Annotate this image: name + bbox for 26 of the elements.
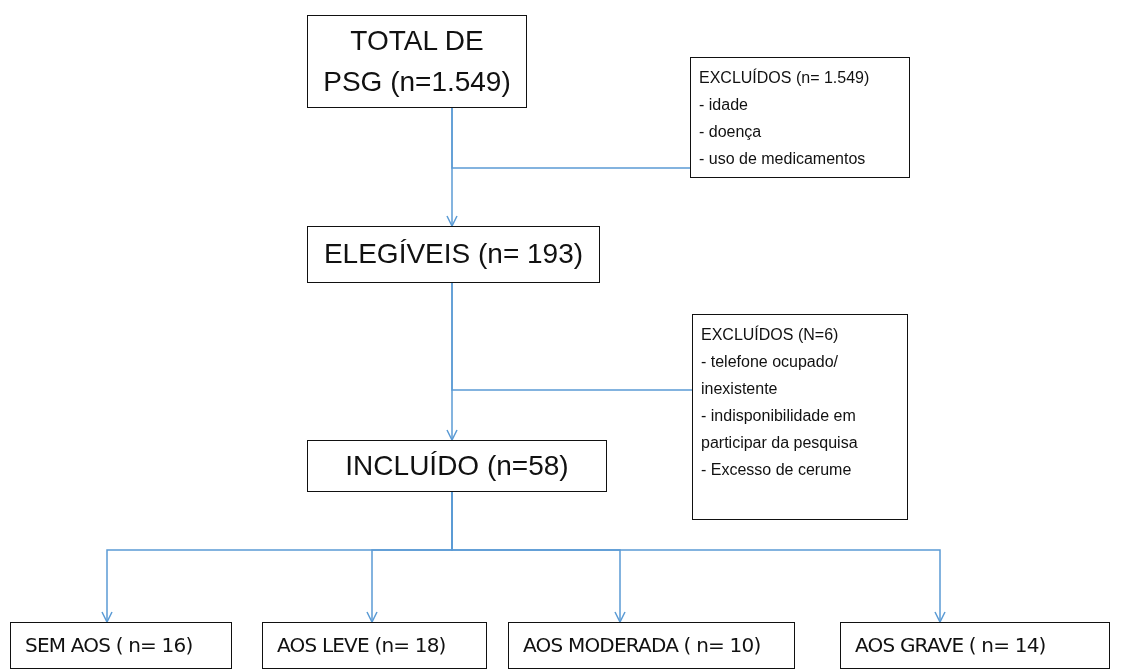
exclusion-box [690, 57, 910, 178]
list-item: - indisponibilidade em participar da pesquisa [701, 406, 859, 453]
process-box [307, 226, 600, 283]
node-label: TOTAL DE PSG (n=1.549) [322, 23, 512, 99]
list-item: - Excesso de cerume [701, 460, 852, 480]
node-label: AOS GRAVE ( n= 14) [855, 632, 1046, 659]
box-heading: EXCLUÍDOS (N=6) [701, 324, 839, 345]
list-item: - doença [699, 122, 762, 142]
connector-line [451, 282, 693, 391]
exclusion-box [692, 314, 908, 520]
box-heading: EXCLUÍDOS (n= 1.549) [699, 67, 870, 88]
node-label: AOS MODERADA ( n= 10) [523, 632, 761, 659]
group-box [840, 622, 1110, 669]
node-label: SEM AOS ( n= 16) [25, 632, 193, 659]
group-box [262, 622, 487, 669]
list-item: - uso de medicamentos [699, 149, 866, 169]
list-item: - telefone ocupado/ inexistente [701, 352, 839, 399]
list-item: - idade [699, 95, 748, 115]
node-label: INCLUÍDO (n=58) [345, 448, 569, 483]
connector-line [451, 107, 691, 169]
process-box [307, 15, 527, 108]
process-box [307, 440, 607, 492]
node-label: ELEGÍVEIS (n= 193) [323, 237, 584, 272]
group-box [10, 622, 232, 669]
group-box [508, 622, 795, 669]
node-label: AOS LEVE (n= 18) [277, 632, 446, 659]
